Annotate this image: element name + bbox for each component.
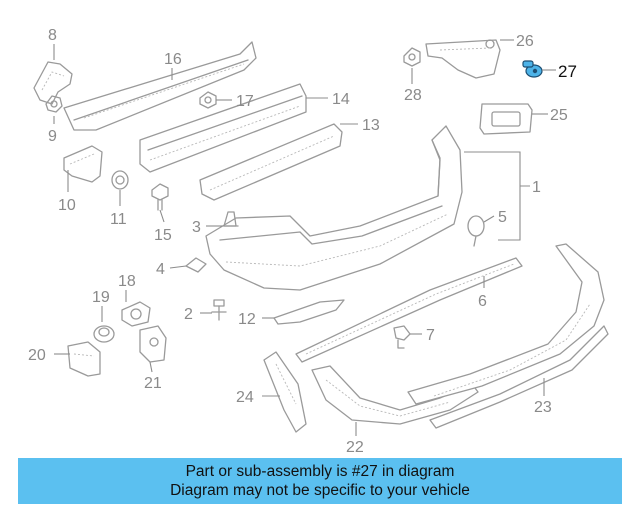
info-banner: Part or sub-assembly is #27 in diagram D… <box>18 458 622 504</box>
callout-3: 3 <box>192 219 201 236</box>
callout-7: 7 <box>426 327 435 344</box>
part-22-valance[interactable] <box>311 365 479 425</box>
part-7-clip[interactable] <box>393 325 411 349</box>
callout-5: 5 <box>498 209 507 226</box>
part-26-bracket[interactable] <box>425 39 501 79</box>
part-10-bracket[interactable] <box>63 145 103 183</box>
callout-28: 28 <box>404 87 422 104</box>
part-4-clip[interactable] <box>185 257 207 273</box>
part-3-fastener[interactable] <box>221 211 239 227</box>
callout-1: 1 <box>532 179 541 196</box>
leader-lines <box>53 39 556 436</box>
callout-27: 27 <box>558 62 577 81</box>
part-17-nut[interactable] <box>199 91 217 109</box>
part-20-bracket[interactable] <box>67 341 101 377</box>
part-21-bracket[interactable] <box>139 325 167 363</box>
part-18-sensor-holder[interactable] <box>121 301 151 327</box>
callout-15: 15 <box>154 227 172 244</box>
callout-13: 13 <box>362 117 380 134</box>
part-24-side-guide[interactable] <box>263 351 307 433</box>
part-5-sensor[interactable] <box>467 215 485 247</box>
banner-line-1: Part or sub-assembly is #27 in diagram <box>185 463 455 480</box>
callout-19: 19 <box>92 289 110 306</box>
callout-26: 26 <box>516 33 534 50</box>
part-13-absorber[interactable] <box>199 123 343 201</box>
banner-line-2: Diagram may not be specific to your vehi… <box>170 482 470 499</box>
part-15-bolt[interactable] <box>151 183 169 211</box>
callout-18: 18 <box>118 273 136 290</box>
part-9-clip[interactable] <box>45 95 63 113</box>
callout-25: 25 <box>550 107 568 124</box>
part-28-nut[interactable] <box>403 47 421 67</box>
part-8-bracket[interactable] <box>33 61 73 105</box>
part-11-grommet[interactable] <box>111 170 129 190</box>
callout-24: 24 <box>236 389 254 406</box>
callout-4: 4 <box>156 261 165 278</box>
callout-9: 9 <box>48 128 57 145</box>
callout-labels: 8 9 16 17 14 13 1 5 3 4 6 7 2 12 10 11 1… <box>28 27 577 455</box>
callout-11: 11 <box>110 211 127 228</box>
callout-2: 2 <box>184 306 193 323</box>
callout-14: 14 <box>332 91 350 108</box>
part-14-beam[interactable] <box>139 83 307 173</box>
part-2-screw[interactable] <box>211 299 227 321</box>
callout-20: 20 <box>28 347 46 364</box>
callout-16: 16 <box>164 51 182 68</box>
part-25-sensor-bracket[interactable] <box>479 103 533 135</box>
callout-23: 23 <box>534 399 552 416</box>
part-23-diffuser[interactable] <box>407 243 609 429</box>
part-6-trim[interactable] <box>295 257 523 363</box>
part-27-screw[interactable] <box>522 60 543 78</box>
callout-12: 12 <box>238 311 256 328</box>
callout-21: 21 <box>144 375 162 392</box>
callout-6: 6 <box>478 293 487 310</box>
callout-17: 17 <box>236 93 254 110</box>
part-16-absorber[interactable] <box>63 41 257 131</box>
part-19-grommet[interactable] <box>93 325 115 343</box>
part-1-bumper-cover[interactable] <box>205 125 463 291</box>
exploded-parts-diagram: 8 9 16 17 14 13 1 5 3 4 6 7 2 12 10 11 1… <box>28 27 609 455</box>
callout-8: 8 <box>48 27 57 44</box>
part-12-reflector[interactable] <box>273 299 345 325</box>
callout-10: 10 <box>58 197 76 214</box>
callout-22: 22 <box>346 439 364 455</box>
